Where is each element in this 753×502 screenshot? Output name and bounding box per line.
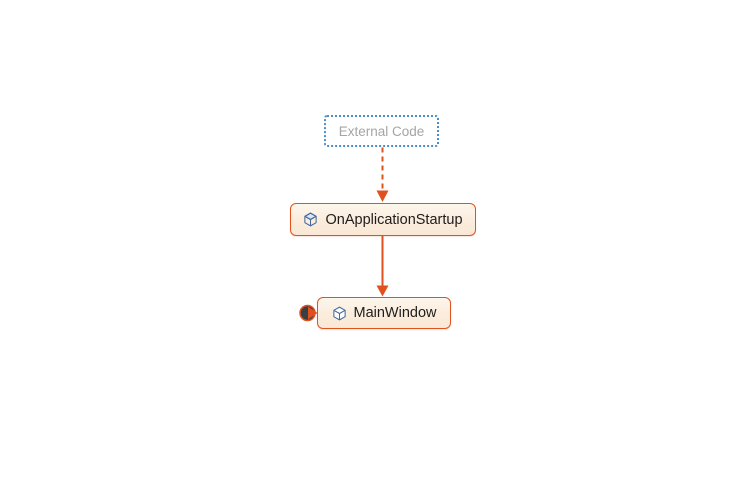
node-main-window[interactable]: MainWindow bbox=[317, 297, 451, 329]
node-external-code[interactable]: External Code bbox=[324, 115, 439, 147]
node-on-application-startup[interactable]: OnApplicationStartup bbox=[290, 203, 476, 236]
arrowhead-down-icon bbox=[376, 285, 389, 297]
edge-startup-to-mainwindow[interactable] bbox=[376, 236, 389, 297]
edge-external-to-startup[interactable] bbox=[376, 147, 389, 203]
arrowhead-down-icon bbox=[376, 190, 389, 202]
collapsed-links-badge[interactable] bbox=[299, 304, 318, 322]
cube-icon bbox=[303, 212, 318, 227]
node-label: OnApplicationStartup bbox=[325, 211, 463, 228]
node-label: MainWindow bbox=[353, 305, 437, 321]
node-label: External Code bbox=[338, 123, 425, 139]
cube-icon bbox=[332, 306, 347, 321]
